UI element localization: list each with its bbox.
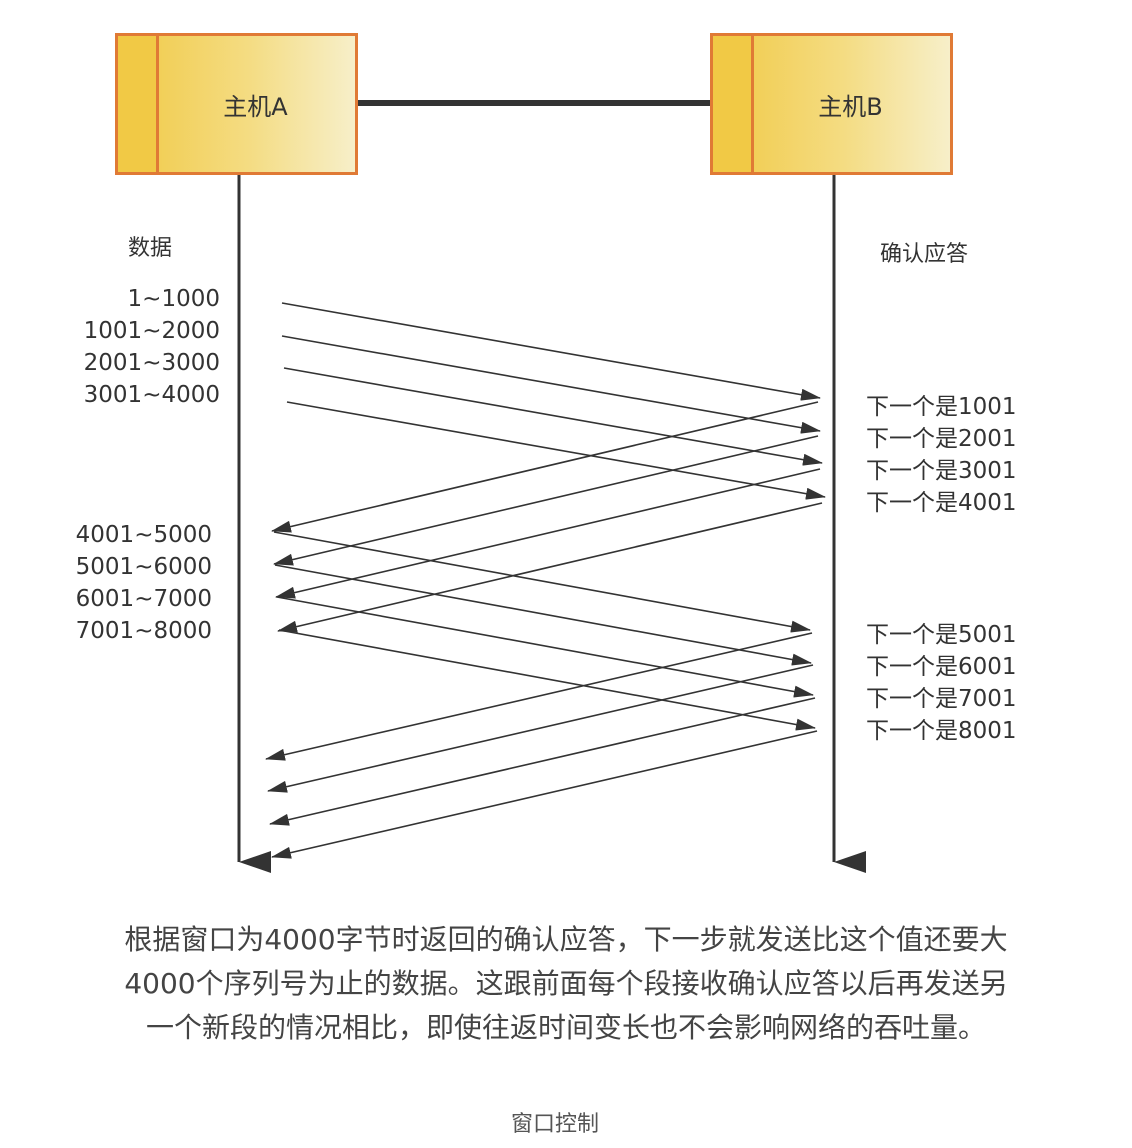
arrow-ack-2001 — [273, 435, 819, 566]
ack-label: 下一个是8001 — [866, 718, 1017, 744]
arrow-ack-5001 — [265, 632, 813, 761]
figure-title: 窗口控制 — [510, 1112, 599, 1137]
ack-label: 下一个是1001 — [866, 394, 1017, 420]
acks-round2: 下一个是5001 下一个是6001 下一个是7001 下一个是8001 — [866, 619, 1017, 747]
ack-label: 下一个是7001 — [866, 686, 1017, 712]
ack-label: 下一个是3001 — [866, 458, 1017, 484]
data-segment-label: 6001~7000 — [75, 586, 212, 612]
data-segment-label: 1001~2000 — [83, 318, 220, 344]
arrow-ack-6001 — [267, 664, 814, 793]
arrow-data-7001-8000 — [278, 629, 816, 731]
data-segment-label: 1~1000 — [127, 286, 220, 312]
data-segments-round2: 4001~5000 5001~6000 6001~7000 7001~8000 — [52, 519, 212, 647]
caption-line: 4000个序列号为止的数据。这跟前面每个段接收确认应答以后再发送另 — [124, 967, 1008, 1000]
data-segment-label: 5001~6000 — [75, 554, 212, 580]
arrow-ack-4001 — [277, 502, 823, 633]
ack-arrows-round2 — [265, 632, 818, 859]
data-arrows-round2 — [273, 531, 816, 731]
ack-label: 下一个是4001 — [866, 490, 1017, 516]
data-segment-label: 4001~5000 — [75, 522, 212, 548]
arrow-ack-3001 — [275, 468, 821, 599]
data-column-title: 数据 — [128, 236, 173, 261]
arrow-data-5001-6000 — [274, 564, 812, 666]
arrow-data-4001-5000 — [273, 531, 811, 633]
arrow-ack-8001 — [271, 730, 818, 859]
host-a-box: 主机A — [115, 33, 358, 175]
diagram-caption: 根据窗口为4000字节时返回的确认应答，下一步就发送比这个值还要大 4000个序… — [60, 918, 1072, 1050]
host-a-label: 主机A — [223, 92, 288, 121]
ack-label: 下一个是2001 — [866, 426, 1017, 452]
data-arrows-round1 — [281, 302, 826, 500]
host-b-box: 主机B — [710, 33, 953, 175]
ack-column-title: 确认应答 — [880, 242, 969, 267]
arrow-data-2001-3000 — [283, 367, 823, 466]
data-segment-label: 3001~4000 — [83, 382, 220, 408]
arrow-ack-1001 — [271, 401, 819, 533]
ack-label: 下一个是5001 — [866, 622, 1017, 648]
host-a-stripe — [118, 36, 159, 172]
arrow-ack-7001 — [269, 697, 816, 826]
arrow-data-1001-2000 — [281, 335, 821, 434]
arrow-data-6001-7000 — [276, 596, 814, 698]
data-segments-round1: 1~1000 1001~2000 2001~3000 3001~4000 — [60, 283, 220, 411]
caption-line: 根据窗口为4000字节时返回的确认应答，下一步就发送比这个值还要大 — [124, 923, 1008, 956]
arrow-data-1-1000 — [281, 302, 821, 401]
data-segment-label: 2001~3000 — [83, 350, 220, 376]
data-segment-label: 7001~8000 — [75, 618, 212, 644]
host-b-stripe — [713, 36, 754, 172]
host-b-label: 主机B — [818, 92, 883, 121]
ack-arrows-round1 — [271, 401, 823, 633]
ack-label: 下一个是6001 — [866, 654, 1017, 680]
caption-line: 一个新段的情况相比，即使往返时间变长也不会影响网络的吞吐量。 — [145, 1011, 986, 1044]
acks-round1: 下一个是1001 下一个是2001 下一个是3001 下一个是4001 — [866, 391, 1017, 519]
arrow-data-3001-4000 — [286, 401, 826, 500]
